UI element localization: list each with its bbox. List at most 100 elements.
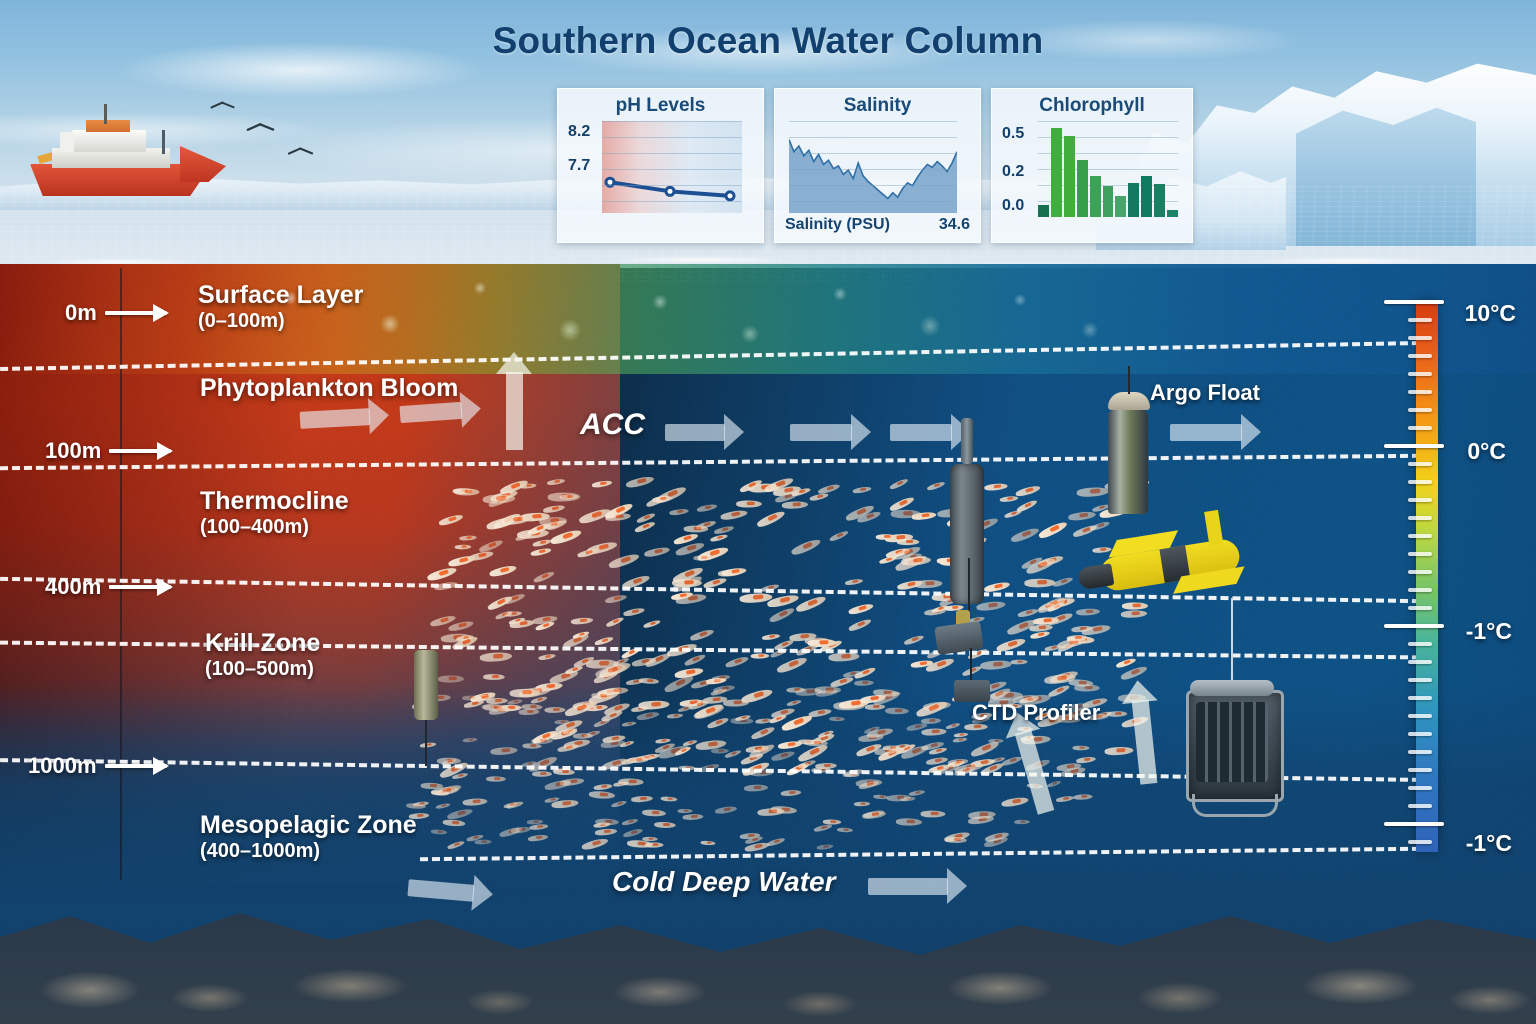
temperature-tick	[1408, 642, 1432, 646]
salinity-footer-value: 34.6	[938, 216, 970, 233]
zone-thermocline-range: (100–400m)	[200, 516, 309, 538]
krill	[420, 782, 444, 790]
argo-float-antenna	[1128, 366, 1130, 394]
zone-mesopelagic-name: Mesopelagic Zone	[200, 811, 417, 839]
temp-label-minus1c-lower: -1°C	[1465, 830, 1512, 856]
upwelling-arrow	[496, 352, 532, 450]
temperature-tick	[1408, 714, 1432, 718]
temperature-tick	[1408, 660, 1432, 664]
krill	[672, 578, 703, 587]
chlorophyll-bar	[1076, 160, 1088, 217]
zone-surface-layer-name: Surface Layer	[198, 281, 364, 309]
depth-arrow-0m	[104, 304, 169, 322]
temperature-tick	[1408, 480, 1432, 484]
chlorophyll-bar	[1115, 196, 1127, 217]
chlorophyll-bar	[1089, 175, 1101, 217]
chlorophyll-bar	[1141, 175, 1153, 217]
chlorophyll-bar	[1050, 127, 1062, 217]
argo-float-dome	[1108, 392, 1150, 410]
chlorophyll-bar	[1063, 136, 1075, 217]
temperature-tick	[1408, 750, 1432, 754]
krill	[1106, 710, 1128, 717]
ship-deck	[52, 148, 170, 168]
current-arrow-acc-2	[790, 414, 871, 450]
label-argo-float: Argo Float	[1150, 380, 1260, 405]
krill	[461, 695, 480, 701]
panel-salinity[interactable]: Salinity Salinity (PSU) 34.6	[774, 88, 981, 243]
label-ctd-profiler: CTD Profiler	[972, 700, 1101, 725]
depth-arrow-400m	[109, 578, 174, 596]
argo-float-instrument[interactable]	[1108, 366, 1150, 514]
ship-funnel	[60, 132, 74, 152]
krill	[437, 674, 464, 683]
krill	[736, 500, 763, 508]
moored-sensor[interactable]	[414, 650, 438, 766]
depth-marker-1000m: 1000m	[28, 753, 169, 779]
panel-chlorophyll-title: Chlorophyll	[1039, 95, 1145, 116]
chl-ytick-high: 0.5	[1002, 125, 1025, 142]
salinity-chart-plot	[788, 121, 958, 213]
krill	[875, 533, 896, 540]
seafloor-rocks	[0, 894, 1536, 1024]
temperature-tick	[1408, 372, 1432, 376]
seabird-icon	[246, 121, 276, 133]
temperature-tick	[1408, 768, 1432, 772]
depth-label-400m: 400m	[45, 574, 102, 599]
moored-sensor-body	[414, 650, 438, 720]
chlorophyll-bar	[1128, 182, 1140, 217]
krill	[836, 827, 854, 833]
temperature-tick	[1408, 606, 1432, 610]
depth-arrow-1000m	[104, 757, 169, 775]
seabird-icon	[210, 100, 236, 110]
temperature-tick	[1408, 804, 1432, 808]
chlorophyll-bar	[1167, 210, 1178, 217]
zone-mesopelagic: Mesopelagic Zone (400–1000m)	[200, 812, 417, 864]
krill	[890, 509, 922, 518]
label-acc: ACC	[580, 408, 645, 441]
krill	[711, 747, 730, 754]
rosette-winch-wire	[1231, 598, 1233, 690]
chlorophyll-bar	[1154, 184, 1166, 217]
temperature-tick	[1408, 552, 1432, 556]
rosette-niskin-bottles	[1196, 702, 1268, 782]
ctd-profiler-instrument[interactable]	[934, 418, 990, 702]
panel-chlorophyll[interactable]: Chlorophyll 0.5 0.2 0.0	[991, 88, 1193, 243]
rosette-top-ring	[1190, 680, 1274, 696]
temperature-tick	[1384, 624, 1444, 628]
water-column	[0, 264, 1536, 1024]
temperature-tick	[1408, 462, 1432, 466]
krill	[1013, 819, 1030, 824]
temperature-tick	[1408, 318, 1432, 322]
zone-thermocline-name: Thermocline	[200, 487, 349, 515]
ship-bow	[180, 146, 226, 182]
krill	[872, 794, 889, 800]
temperature-tick	[1408, 498, 1432, 502]
salinity-footer-label: Salinity (PSU)	[785, 216, 890, 233]
label-cold-deep-water: Cold Deep Water	[612, 866, 836, 897]
krill	[829, 716, 845, 721]
current-arrow-acc-3	[890, 414, 971, 450]
temperature-tick	[1384, 300, 1444, 304]
salinity-gridlines	[789, 121, 957, 213]
krill	[683, 525, 709, 533]
seabird-icon	[287, 146, 314, 157]
chlorophyll-bar	[1102, 186, 1114, 217]
chlorophyll-chart-plot	[1038, 121, 1178, 217]
panel-ph-levels[interactable]: pH Levels 8.2 7.7	[557, 88, 764, 243]
ctd-rosette-sampler[interactable]	[1186, 598, 1284, 817]
ph-chart-plot	[602, 121, 742, 213]
depth-label-0m: 0m	[65, 300, 97, 325]
panel-salinity-title: Salinity	[843, 95, 912, 116]
depth-label-1000m: 1000m	[28, 753, 97, 778]
ctd-profiler-lower-cable	[970, 648, 972, 688]
ship-bridge	[86, 120, 130, 132]
temp-label-0c: 0°C	[1467, 438, 1506, 464]
temperature-tick	[1408, 732, 1432, 736]
temperature-tick	[1408, 516, 1432, 520]
deep-current-arrow-2	[868, 868, 967, 904]
ctd-profiler-datalogger	[954, 680, 990, 702]
zone-thermocline: Thermocline (100–400m)	[200, 488, 349, 540]
current-arrow-acc-1	[665, 414, 744, 450]
zone-surface-layer: Surface Layer (0–100m)	[198, 282, 363, 334]
